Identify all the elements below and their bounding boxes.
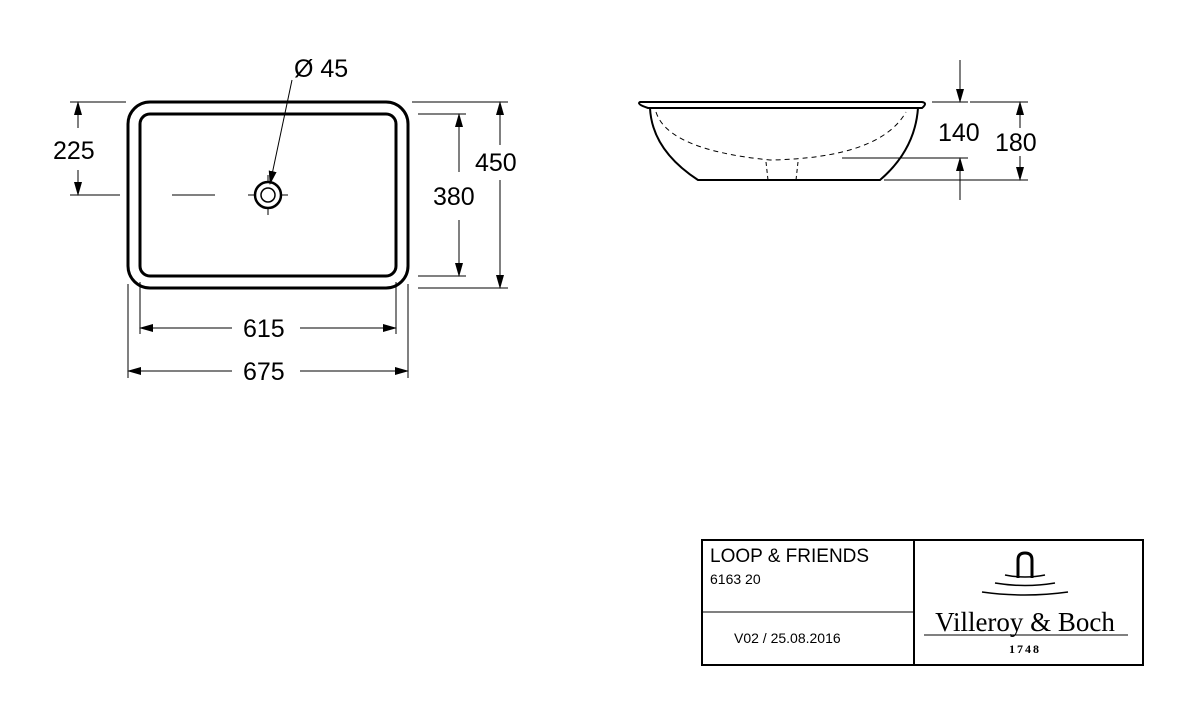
outer-width-label: 675	[243, 358, 285, 386]
article-number: 6163 20	[710, 571, 761, 587]
villeroy-boch-logo: Villeroy & Boch 1748	[924, 551, 1128, 656]
outer-depth-label: 450	[475, 149, 517, 177]
basin-rim	[638, 101, 926, 109]
total-height-dimension: 180	[884, 101, 1037, 181]
inner-depth-dimension: 380	[418, 113, 475, 277]
title-block-frame	[701, 539, 1144, 666]
outer-depth-dimension: 450	[412, 101, 517, 289]
drain-diameter-label: Ø 45	[294, 55, 348, 83]
basin-bowl-outline	[649, 107, 919, 181]
total-height-label: 180	[995, 129, 1037, 157]
top-view: Ø 45 225 380 450	[53, 55, 517, 386]
faucet-water-icon	[981, 551, 1069, 596]
basin-inner-hidden-line	[655, 111, 907, 161]
product-name: LOOP & FRIENDS	[710, 546, 869, 567]
bowl-depth-dimension: 140	[842, 60, 980, 200]
side-view: 140 180	[638, 60, 1037, 200]
version-date: V02 / 25.08.2016	[734, 630, 841, 646]
drain-offset-dimension: 225	[53, 101, 126, 196]
inner-width-label: 615	[243, 315, 285, 343]
basin-inner-outline	[138, 112, 398, 278]
inner-depth-label: 380	[433, 183, 475, 211]
drain-icon	[248, 175, 288, 215]
bowl-depth-label: 140	[938, 119, 980, 147]
title-block: LOOP & FRIENDS 6163 20 V02 / 25.08.2016 …	[701, 539, 1144, 666]
drain-leader	[268, 79, 293, 185]
brand-name: Villeroy & Boch	[935, 607, 1115, 637]
brand-year: 1748	[1009, 642, 1041, 656]
drain-offset-label: 225	[53, 137, 95, 165]
basin-outer-outline	[126, 100, 410, 290]
inner-width-dimension: 615	[139, 282, 397, 343]
outer-width-dimension: 675	[127, 284, 409, 386]
